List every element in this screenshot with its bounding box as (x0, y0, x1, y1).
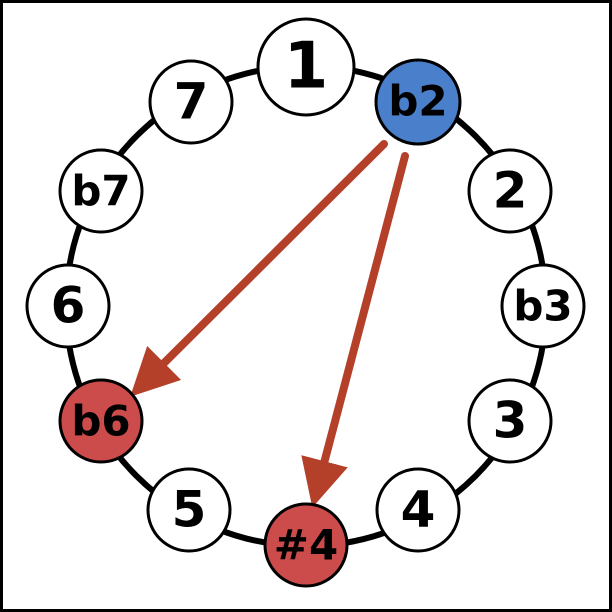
node-7-circle (148, 59, 234, 145)
node-b3-label: b3 (513, 282, 572, 331)
node-3-circle (467, 378, 553, 464)
node-7-label: 7 (174, 73, 209, 131)
ring (63, 63, 549, 549)
node-b6-circle (58, 378, 144, 464)
arrow-b2-to-sharp4 (301, 152, 409, 508)
node-6-circle (25, 263, 111, 349)
node-sharp4-circle (263, 502, 349, 588)
node-b3-circle (500, 263, 586, 349)
node-2-circle (467, 148, 553, 234)
node-b6-label: b6 (71, 397, 130, 446)
node-sharp4-label: #4 (274, 521, 338, 570)
node-b7-circle (58, 148, 144, 234)
node-b2: b2 (374, 58, 462, 146)
node-4-circle (375, 467, 461, 553)
node-b7-label: b7 (71, 167, 130, 216)
node-5-label: 5 (172, 481, 207, 539)
node-6-label: 6 (51, 277, 86, 335)
node-2-label: 2 (493, 162, 528, 220)
arrow-b2-to-b6 (130, 140, 388, 397)
node-b3: b3 (500, 263, 586, 349)
node-2: 2 (467, 148, 553, 234)
node-6: 6 (25, 263, 111, 349)
node-7: 7 (148, 59, 234, 145)
node-sharp4: #4 (263, 502, 349, 588)
node-b2-circle (374, 58, 462, 146)
node-3: 3 (467, 378, 553, 464)
node-b7: b7 (58, 148, 144, 234)
node-5-circle (146, 467, 232, 553)
node-b6: b6 (58, 378, 144, 464)
node-b2-label: b2 (388, 77, 447, 126)
node-1-circle (256, 17, 356, 117)
node-1-label: 1 (284, 30, 329, 104)
node-1: 1 (256, 17, 356, 117)
node-3-label: 3 (493, 392, 528, 450)
node-4-label: 4 (401, 481, 436, 539)
node-5: 5 (146, 467, 232, 553)
node-4: 4 (375, 467, 461, 553)
